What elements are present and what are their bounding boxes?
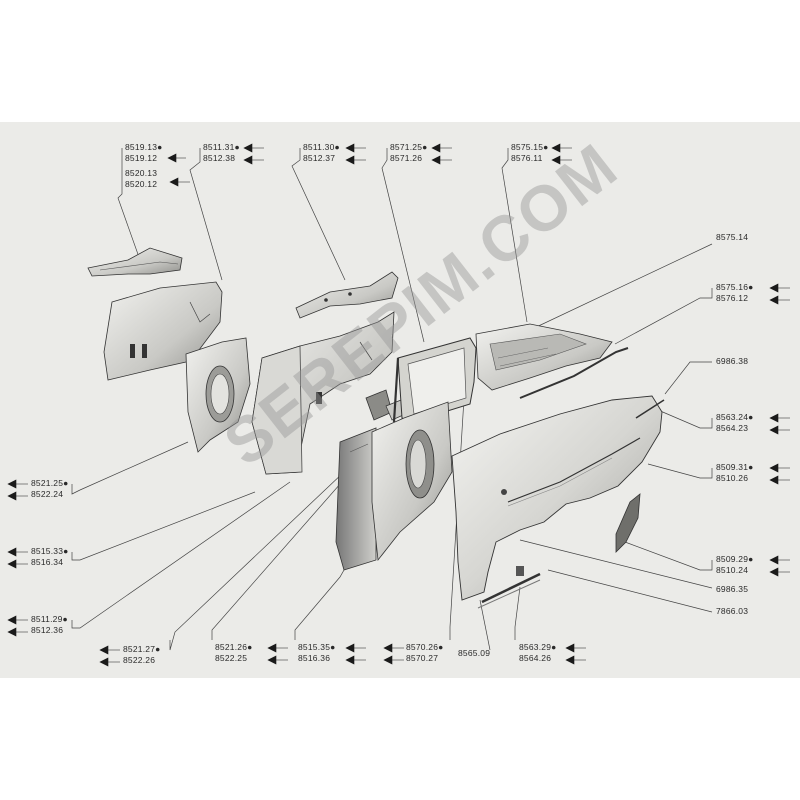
part-number: 8565.09 [458, 648, 491, 658]
leader-lines [71, 148, 713, 651]
part-number: 8564.26 [519, 653, 552, 663]
part-number: 8511.29● [31, 614, 68, 624]
part-label-group: 8521.25● 8522.24 [31, 478, 68, 500]
part-label-group: 7866.03 [716, 606, 748, 617]
part-number: 8516.34 [31, 557, 64, 567]
part-number: 8522.24 [31, 489, 64, 499]
parts-diagram-sheet: 8519.13● 8519.12 8520.13 8520.12 8511.31… [0, 122, 800, 678]
front-door-inner [335, 427, 377, 571]
part-number: 8570.26● [406, 642, 444, 652]
part-number: 7866.03 [716, 606, 749, 616]
marker-arrows [7, 143, 790, 667]
upper-rail-part [87, 247, 183, 277]
part-number: 8512.38 [203, 153, 236, 163]
part-label-group: 8521.26● 8522.25 [215, 642, 252, 664]
part-number: 8563.24● [716, 412, 754, 422]
part-number: 8509.29● [716, 554, 754, 564]
part-number: 8512.37 [303, 153, 336, 163]
part-label-group: 8575.15● 8576.11 [511, 142, 548, 164]
part-number: 8512.36 [31, 625, 64, 635]
windscreen-frame [392, 337, 477, 423]
part-number: 8510.26 [716, 473, 749, 483]
part-number: 8575.16● [716, 282, 754, 292]
part-number: 8570.27 [406, 653, 439, 663]
cowl-top-panel [475, 323, 613, 391]
part-number: 8576.11 [511, 153, 543, 163]
part-label-group: 8563.24● 8564.23 [716, 412, 753, 434]
part-number: 8571.25● [390, 142, 428, 152]
exploded-body-diagram [7, 143, 790, 667]
part-number: 8576.12 [716, 293, 749, 303]
part-label-group: 6986.35 [716, 584, 748, 595]
part-number: 8515.33● [31, 546, 69, 556]
part-number: 8516.36 [298, 653, 331, 663]
part-number: 8522.25 [215, 653, 248, 663]
part-label-group: 8521.27● 8522.26 [123, 644, 160, 666]
middle-pillar-panel [251, 311, 395, 475]
part-number: 8515.35● [298, 642, 336, 652]
part-number: 8575.15● [511, 142, 549, 152]
part-number: 8522.26 [123, 655, 156, 665]
part-number: 8519.13● [125, 142, 163, 152]
part-label-group: 8565.09 [458, 648, 490, 659]
part-number: 6986.38 [716, 356, 749, 366]
part-number: 8564.23 [716, 423, 749, 433]
part-number: 8521.26● [215, 642, 253, 652]
part-number: 8520.13 [125, 168, 158, 178]
part-number: 8511.31● [203, 142, 240, 152]
part-label-group: 8571.25● 8571.26 [390, 142, 427, 164]
part-label-group: 8575.14 [716, 232, 748, 243]
part-label-group: 8509.31● 8510.26 [716, 462, 753, 484]
part-label-group: 6986.38 [716, 356, 748, 367]
part-label-group: 8511.29● 8512.36 [31, 614, 68, 636]
lower-sill-strips [477, 566, 541, 609]
part-number: 8521.27● [123, 644, 161, 654]
part-number: 8521.25● [31, 478, 69, 488]
part-number: 8520.12 [125, 179, 158, 189]
center-top-rail [295, 271, 399, 319]
left-door-pillar [185, 337, 251, 453]
part-label-group: 8570.26● 8570.27 [406, 642, 443, 664]
part-label-group: 8515.35● 8516.36 [298, 642, 335, 664]
part-label-group: 8509.29● 8510.24 [716, 554, 753, 576]
part-number: 8511.30● [303, 142, 340, 152]
part-number: 8519.12 [125, 153, 158, 163]
part-label-group: 8575.16● 8576.12 [716, 282, 753, 304]
part-label-group: 8563.29● 8564.26 [519, 642, 556, 664]
part-label-group: 8511.30● 8512.37 [303, 142, 340, 164]
wheel-arch-piece [615, 493, 641, 553]
trim-strip [519, 347, 629, 399]
part-label-group: 8515.33● 8516.34 [31, 546, 68, 568]
part-label-group: 8511.31● 8512.38 [203, 142, 240, 164]
part-label-group: 8520.13 8520.12 [125, 168, 157, 190]
part-number: 8510.24 [716, 565, 749, 575]
part-number: 8509.31● [716, 462, 754, 472]
part-number: 8563.29● [519, 642, 557, 652]
a-pillar-panel [371, 401, 453, 562]
front-wing-panel [451, 395, 665, 601]
part-number: 8575.14 [716, 232, 749, 242]
part-number: 6986.35 [716, 584, 749, 594]
part-label-group: 8519.13● 8519.12 [125, 142, 162, 164]
part-number: 8571.26 [390, 153, 423, 163]
